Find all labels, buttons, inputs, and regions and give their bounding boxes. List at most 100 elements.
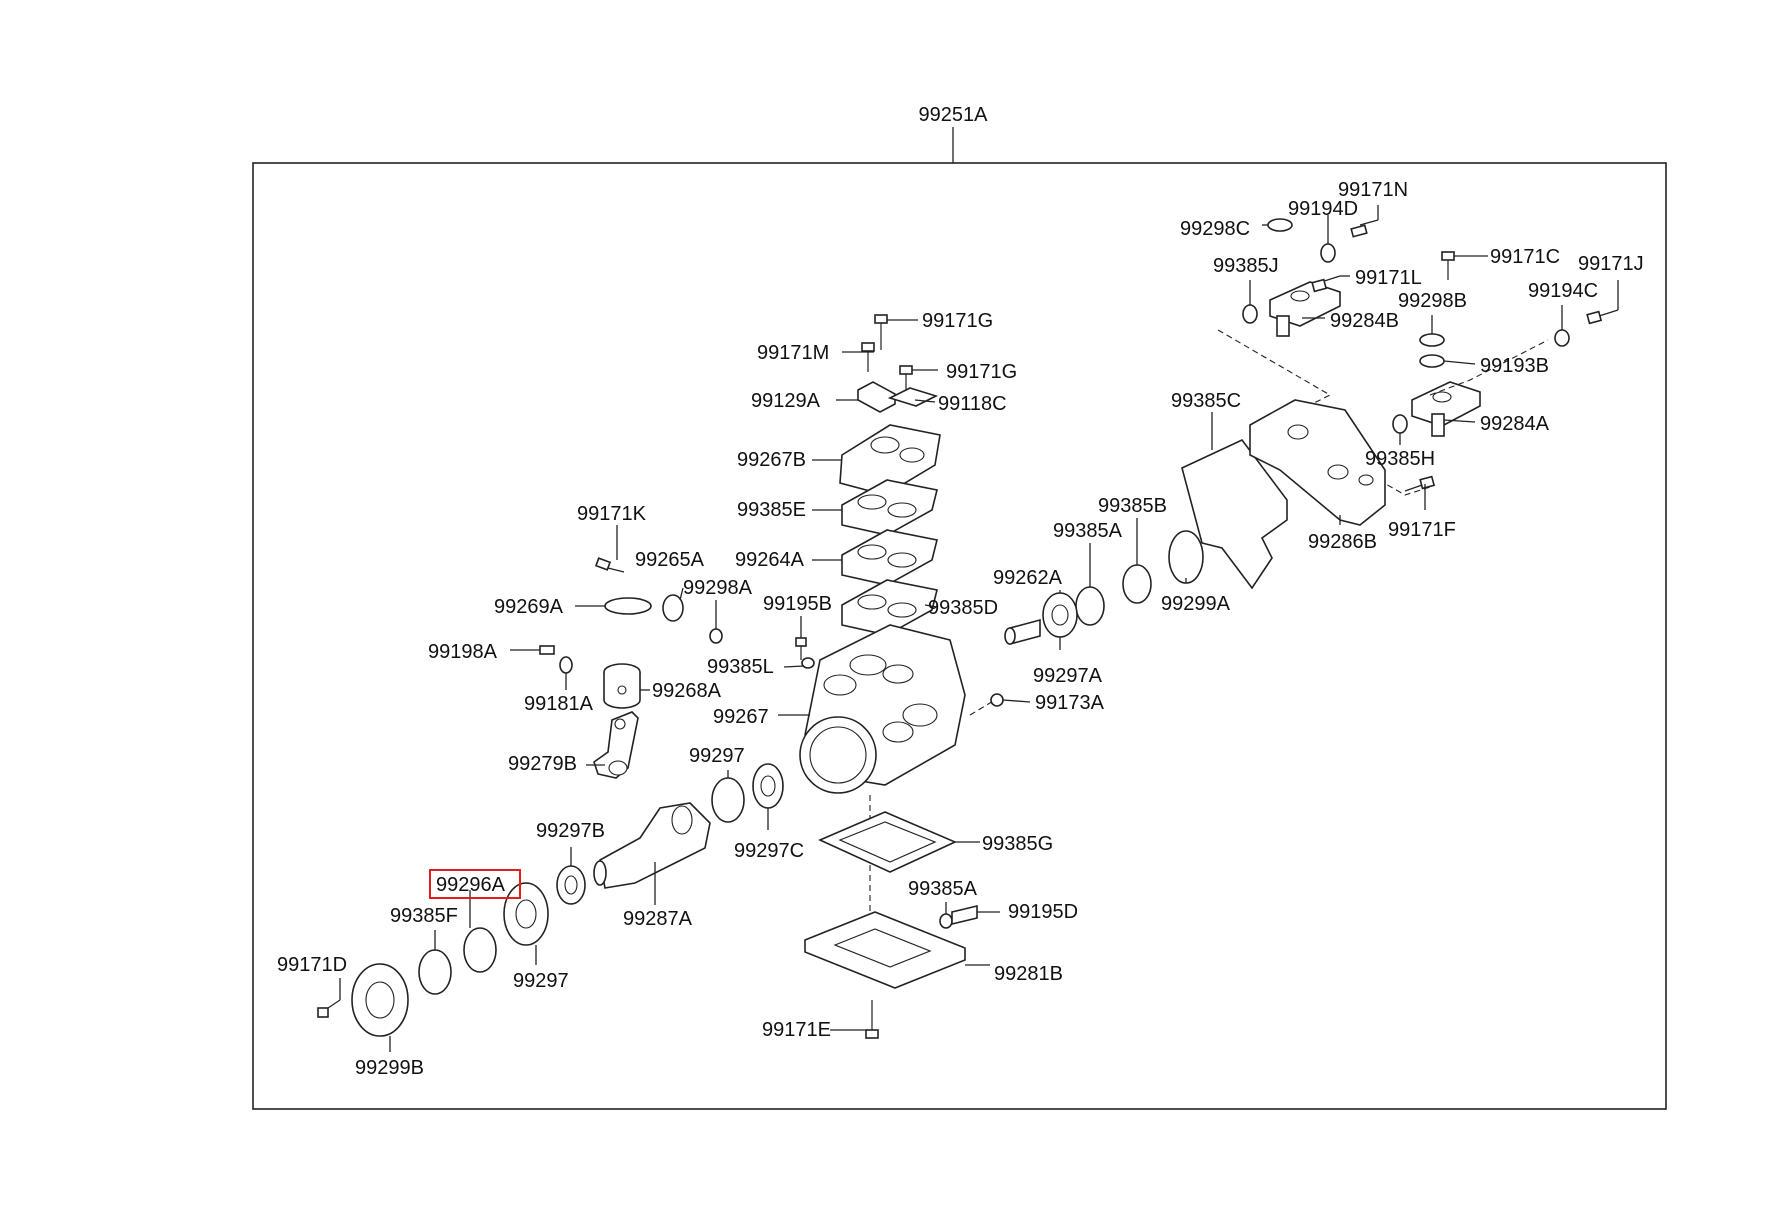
- shaft-99262a-icon: [1004, 618, 1041, 646]
- part-label-99269a[interactable]: 99269A: [494, 596, 564, 618]
- part-label-99284a[interactable]: 99284A: [1480, 413, 1550, 435]
- part-label-99171l[interactable]: 99171L: [1355, 267, 1422, 289]
- bolt-99171n-icon: [1350, 219, 1379, 238]
- part-label-99171e[interactable]: 99171E: [762, 1019, 831, 1041]
- part-label-99385l[interactable]: 99385L: [707, 656, 774, 678]
- part-label-99385d[interactable]: 99385D: [928, 597, 998, 619]
- o-ring-99298c-icon: [1267, 218, 1293, 232]
- part-label-99129a[interactable]: 99129A: [751, 390, 821, 412]
- part-label-99171m[interactable]: 99171M: [757, 342, 829, 364]
- o-ring-99385j-icon: [1242, 304, 1258, 324]
- bolt-99171d-icon: [317, 999, 341, 1018]
- part-label-99299a[interactable]: 99299A: [1161, 593, 1231, 615]
- part-label-99385e[interactable]: 99385E: [737, 499, 806, 521]
- part-label-99385a-bot[interactable]: 99385A: [908, 878, 978, 900]
- part-label-99171d[interactable]: 99171D: [277, 954, 347, 976]
- bolt-99171j-icon: [1586, 309, 1619, 325]
- leader-lines: [339, 205, 1619, 1052]
- part-label-99385a-top[interactable]: 99385A: [1053, 520, 1123, 542]
- gasket-99385g-icon: [818, 811, 957, 873]
- part-label-99267[interactable]: 99267: [713, 706, 769, 728]
- valve-plate-99264a-icon: [841, 529, 938, 586]
- piston-99268a-icon: [603, 663, 641, 709]
- part-label-99298b[interactable]: 99298B: [1398, 290, 1467, 312]
- o-ring-99385h-icon: [1392, 414, 1408, 434]
- part-label-99287a[interactable]: 99287A: [623, 908, 693, 930]
- part-label-99297-top[interactable]: 99297: [689, 745, 745, 767]
- base-plate-99281b-icon: [804, 911, 966, 989]
- selected-part-highlight: [429, 869, 521, 899]
- part-label-99296a[interactable]: 99296A: [436, 874, 506, 896]
- part-label-99118c[interactable]: 99118C: [938, 393, 1007, 415]
- part-label-99171g-mid[interactable]: 99171G: [946, 361, 1017, 383]
- front-shaft-group: [1004, 530, 1204, 646]
- part-label-99385f[interactable]: 99385F: [390, 905, 458, 927]
- part-label-99284b[interactable]: 99284B: [1330, 310, 1399, 332]
- part-label-99173a[interactable]: 99173A: [1035, 692, 1105, 714]
- o-ring-99193b-icon: [1419, 354, 1445, 368]
- part-label-99198a[interactable]: 99198A: [428, 641, 498, 663]
- part-label-99264a[interactable]: 99264A: [735, 549, 805, 571]
- part-label-99171f[interactable]: 99171F: [1388, 519, 1456, 541]
- part-label-99286b[interactable]: 99286B: [1308, 531, 1377, 553]
- part-label-99298c[interactable]: 99298C: [1180, 218, 1250, 240]
- part-label-99171n[interactable]: 99171N: [1338, 179, 1408, 201]
- part-label-99385b[interactable]: 99385B: [1098, 495, 1167, 517]
- part-label-99195b[interactable]: 99195B: [763, 593, 832, 615]
- bolt-99171l-icon: [1311, 275, 1341, 293]
- part-label-99194c[interactable]: 99194C: [1528, 280, 1598, 302]
- part-label-99385j[interactable]: 99385J: [1213, 255, 1279, 277]
- plate-99118c-icon: [887, 387, 939, 407]
- part-label-99265a[interactable]: 99265A: [635, 549, 705, 571]
- plate-99385a-icon: [1075, 586, 1105, 626]
- valve-fitting-99284b-icon: [1269, 281, 1341, 337]
- washer-99265a-icon: [662, 594, 684, 622]
- ring-99269a-icon: [604, 597, 652, 615]
- part-label-99385c[interactable]: 99385C: [1171, 390, 1241, 412]
- seal-99297-bot-icon: [503, 882, 549, 946]
- part-label-99262a[interactable]: 99262A: [993, 567, 1063, 589]
- bolt-99171c-icon: [1441, 251, 1455, 280]
- crankshaft-99287a-icon: [593, 802, 711, 889]
- part-label-99297a[interactable]: 99297A: [1033, 665, 1103, 687]
- part-label-99298a[interactable]: 99298A: [683, 577, 753, 599]
- washer-99385l-icon: [801, 657, 815, 669]
- part-label-99297c[interactable]: 99297C: [734, 840, 804, 862]
- crankcase-99267-icon: [799, 624, 996, 965]
- part-label-99299b[interactable]: 99299B: [355, 1057, 424, 1079]
- part-label-99195d[interactable]: 99195D: [1008, 901, 1078, 923]
- bolt-99171f-icon: [1404, 475, 1436, 492]
- part-label-99281b[interactable]: 99281B: [994, 963, 1063, 985]
- part-label-99171g-top[interactable]: 99171G: [922, 310, 993, 332]
- cover-99299a-icon: [1168, 530, 1204, 584]
- o-ring-99298a-icon: [709, 628, 723, 644]
- part-label-99268a[interactable]: 99268A: [652, 680, 722, 702]
- bearing-99297c-icon: [752, 763, 784, 809]
- washer-99385a-bot-icon: [939, 913, 953, 929]
- part-labels: 99171N 99194D 99298C 99171C 99171J 99385…: [277, 179, 1644, 1079]
- part-label-99171j[interactable]: 99171J: [1578, 253, 1644, 275]
- part-label-99171c[interactable]: 99171C: [1490, 246, 1560, 268]
- bearing-99297a-icon: [1042, 592, 1078, 638]
- part-label-99385h[interactable]: 99385H: [1365, 448, 1435, 470]
- gasket-99385d-icon: [841, 579, 938, 636]
- cylinder-head-group: [795, 314, 941, 669]
- part-label-99181a[interactable]: 99181A: [524, 693, 594, 715]
- pin-99198a-icon: [539, 645, 555, 655]
- part-label-99171k[interactable]: 99171K: [577, 503, 647, 525]
- part-label-99297-bot[interactable]: 99297: [513, 970, 569, 992]
- part-label-99194d[interactable]: 99194D: [1288, 198, 1358, 220]
- valve-fitting-99284a-icon: [1411, 381, 1481, 437]
- assembly-label[interactable]: 99251A: [919, 104, 989, 126]
- bolt-99171g-top-icon: [874, 314, 888, 350]
- part-label-99385g[interactable]: 99385G: [982, 833, 1053, 855]
- snap-ring-99297-top-icon: [711, 777, 745, 823]
- plug-99173a-icon: [990, 693, 1004, 707]
- part-label-99279b[interactable]: 99279B: [508, 753, 577, 775]
- bolt-99171k-icon: [594, 557, 625, 573]
- part-label-99193b[interactable]: 99193B: [1480, 355, 1549, 377]
- part-label-99297b[interactable]: 99297B: [536, 820, 605, 842]
- o-ring-99194c-icon: [1554, 329, 1570, 347]
- part-label-99267b[interactable]: 99267B: [737, 449, 806, 471]
